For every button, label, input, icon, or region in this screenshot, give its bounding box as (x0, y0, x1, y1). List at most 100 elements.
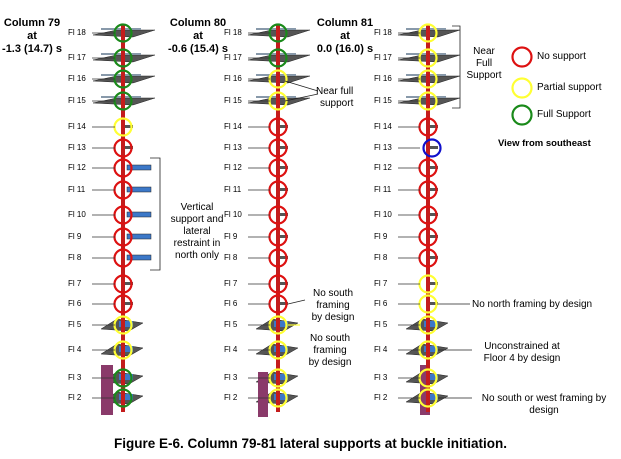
floor-label: Fl 16 (374, 74, 392, 83)
stub-framing (276, 146, 288, 149)
legend-markers (511, 46, 533, 126)
floor-label: Fl 6 (224, 299, 238, 308)
legend-partial-support-label: Partial support (537, 82, 602, 93)
stub-framing (276, 166, 288, 169)
floor-label: Fl 6 (68, 299, 82, 308)
note-line: restraint in (173, 238, 221, 249)
support-marker-blue (422, 138, 442, 158)
floor-label: Fl 7 (224, 279, 238, 288)
note-line: Near full (316, 86, 354, 97)
floor-label: Fl 8 (68, 253, 82, 262)
column-80-title-line3: -0.6 (15.4) s (168, 43, 228, 55)
floor-label: Fl 5 (224, 320, 238, 329)
view-direction-label: View from southeast (498, 138, 591, 149)
legend-no-support-label: No support (537, 51, 586, 62)
column-80-title-line2: at (193, 30, 203, 42)
stub-framing (276, 235, 288, 238)
stub-framing (276, 125, 288, 128)
note-line: No south (312, 288, 354, 299)
col80-no-south-note-2: No south framing by design (302, 333, 358, 369)
note-line: Floor 4 by design (483, 353, 561, 364)
floor-label: Fl 2 (374, 393, 388, 402)
north-framing (126, 254, 152, 261)
floor-label: Fl 11 (224, 185, 242, 194)
debris-framing-blue (424, 346, 438, 352)
stub-framing (426, 235, 438, 238)
floor-label: Fl 2 (224, 393, 238, 402)
floor-label: Fl 18 (224, 28, 242, 37)
legend-full-support-label: Full Support (537, 109, 591, 120)
floor-label: Fl 12 (224, 163, 242, 172)
floor-label: Fl 8 (374, 253, 388, 262)
floor-label: Fl 14 (68, 122, 86, 131)
floor-label: Fl 13 (68, 143, 86, 152)
col81-unconstrained-note: Unconstrained at Floor 4 by design (474, 341, 570, 365)
floor-label: Fl 15 (374, 96, 392, 105)
column-79-title-line1: Column 79 (3, 17, 61, 29)
stub-framing (426, 166, 438, 169)
floor-label: Fl 3 (68, 373, 82, 382)
floor-label: Fl 3 (224, 373, 238, 382)
floor-label: Fl 13 (374, 143, 392, 152)
debris-framing-blue (274, 394, 288, 400)
north-framing (126, 186, 152, 193)
note-line: Support (466, 70, 502, 81)
floor-label: Fl 3 (374, 373, 388, 382)
north-framing (126, 164, 152, 171)
debris-framing-blue (274, 346, 288, 352)
note-line: Vertical (180, 202, 214, 213)
debris-framing-blue (274, 374, 288, 380)
debris-framing-blue (424, 394, 438, 400)
legend-full-support-marker (511, 104, 533, 126)
stub-framing (426, 282, 438, 285)
floor-label: Fl 18 (374, 28, 392, 37)
floor-label: Fl 8 (224, 253, 238, 262)
note-line: by design (311, 312, 355, 323)
note-line: design (529, 405, 559, 416)
column-79-title: Column 79 at -1.3 (14.7) s (2, 17, 62, 56)
col81-near-full-support-note: Near Full Support (466, 46, 502, 82)
col79-bracket (150, 157, 161, 271)
floor-label: Fl 2 (68, 393, 82, 402)
north-framing (126, 233, 152, 240)
note-line: No south or west framing by (481, 393, 607, 404)
stub-framing (276, 213, 288, 216)
column-80-title-line1: Column 80 (169, 17, 227, 29)
legend-no-support-marker (511, 46, 533, 68)
floor-label: Fl 11 (68, 185, 86, 194)
stub-framing (276, 188, 288, 191)
column-80-title: Column 80 at -0.6 (15.4) s (163, 17, 233, 56)
floor-label: Fl 9 (374, 232, 388, 241)
column-81-title-line3: 0.0 (16.0) s (316, 43, 374, 55)
spandrel-panel-79 (101, 365, 113, 415)
stub-framing (426, 213, 438, 216)
near-full-leader (284, 80, 319, 92)
stub-framing (426, 146, 438, 149)
support-markers-layer (113, 23, 442, 408)
floor-label: Fl 9 (68, 232, 82, 241)
floor-label: Fl 6 (374, 299, 388, 308)
stub-framing (121, 282, 133, 285)
columns-layer (121, 25, 430, 412)
floor-label: Fl 12 (374, 163, 392, 172)
floor-label: Fl 13 (224, 143, 242, 152)
stub-framing (276, 256, 288, 259)
note-line: Near (473, 46, 495, 57)
floor-label: Fl 18 (68, 28, 86, 37)
debris-framing-blue (119, 346, 133, 352)
floor-label: Fl 4 (224, 345, 238, 354)
stub-framing (426, 125, 438, 128)
floor-label: Fl 15 (68, 96, 86, 105)
note-line: No south (309, 333, 351, 344)
stub-framing (121, 146, 133, 149)
floor-label: Fl 16 (224, 74, 242, 83)
floor-label: Fl 10 (374, 210, 392, 219)
stub-framing (426, 302, 438, 305)
column-81-title: Column 81 at 0.0 (16.0) s (310, 17, 380, 56)
legend-partial-support-marker (511, 77, 533, 99)
note-line: north only (175, 250, 219, 261)
debris-framing-blue (119, 394, 133, 400)
floor-label: Fl 16 (68, 74, 86, 83)
note-line: framing (313, 345, 347, 356)
